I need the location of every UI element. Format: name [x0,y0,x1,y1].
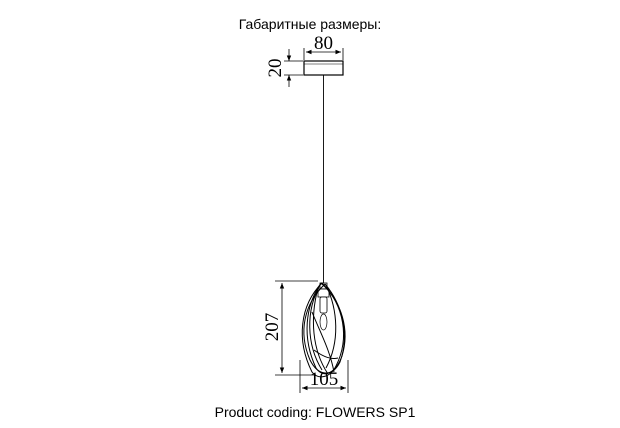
canopy-height-label: 20 [265,59,286,78]
drawing-title: Габаритные размеры: [238,16,382,32]
shade-width-label: 105 [310,369,339,390]
canopy-width-dimension: 80 [303,33,344,60]
shade-height-dimension: 207 [262,280,318,376]
canopy [303,60,344,76]
product-caption: Product coding: FLOWERS SP1 [214,404,416,420]
shade-height-label: 207 [262,313,283,342]
canopy-width-label: 80 [314,33,333,54]
canopy-height-dimension: 20 [265,49,303,87]
shade-width-dimension: 105 [299,360,349,393]
flower-shade [301,282,346,378]
